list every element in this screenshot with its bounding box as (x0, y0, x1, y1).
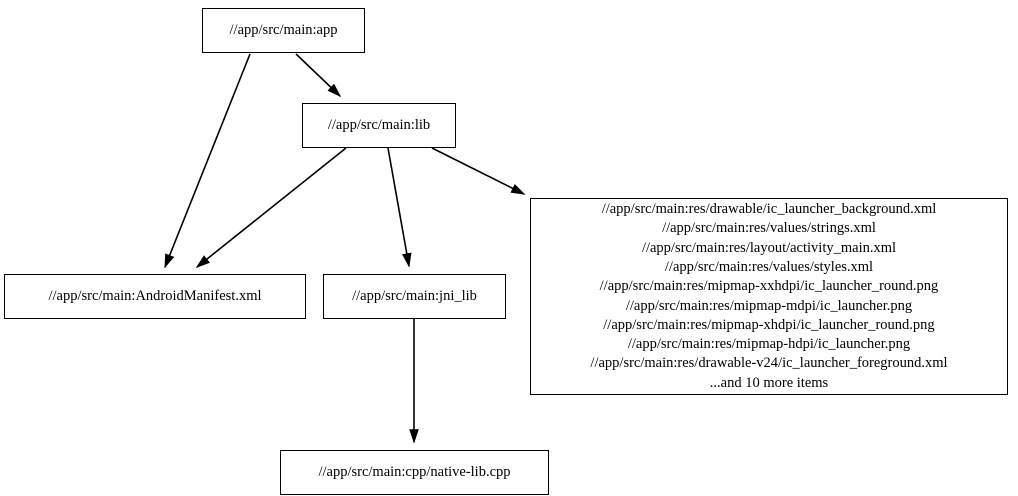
node-jni-lib-label: //app/src/main:jni_lib (352, 288, 477, 305)
edge-app-to-manifest (164, 53, 251, 269)
node-jni-lib[interactable]: //app/src/main:jni_lib (323, 274, 506, 319)
node-native-lib-cpp-label: //app/src/main:cpp/native-lib.cpp (318, 464, 511, 481)
node-native-lib-cpp[interactable]: //app/src/main:cpp/native-lib.cpp (280, 450, 549, 495)
node-lib-label: //app/src/main:lib (327, 117, 431, 134)
node-android-manifest-label: //app/src/main:AndroidManifest.xml (48, 288, 262, 305)
edge-lib-to-res (431, 147, 526, 195)
node-android-manifest[interactable]: //app/src/main:AndroidManifest.xml (4, 274, 306, 319)
node-res-group-label: //app/src/main:res/drawable/ic_launcher_… (590, 201, 948, 391)
node-app-label: //app/src/main:app (229, 22, 338, 39)
node-res-group[interactable]: //app/src/main:res/drawable/ic_launcher_… (530, 198, 1008, 395)
edge-lib-to-manifest (195, 147, 347, 268)
edge-lib-to-jni-lib (387, 147, 412, 268)
node-lib[interactable]: //app/src/main:lib (302, 103, 456, 148)
edge-app-to-lib (295, 53, 342, 98)
node-app[interactable]: //app/src/main:app (202, 8, 365, 53)
